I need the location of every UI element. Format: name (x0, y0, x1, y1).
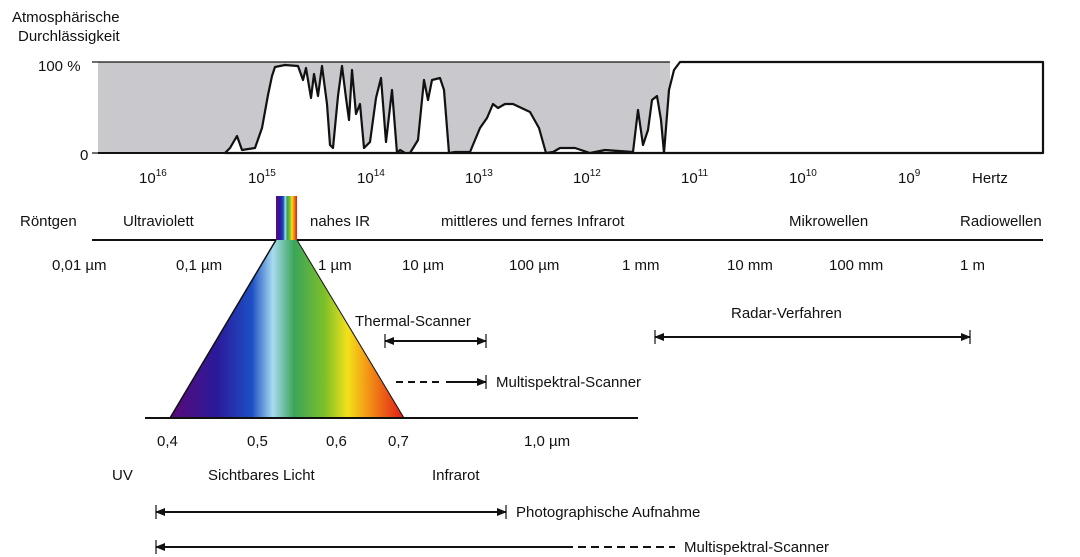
visible-band-strip (276, 196, 297, 240)
y-axis-0-label: 0 (80, 147, 88, 164)
thermal-scanner-label: Thermal-Scanner (355, 313, 471, 330)
multispectral-upper-label: Multispektral-Scanner (496, 374, 641, 391)
region-mikrowellen: Mikrowellen (789, 213, 868, 230)
multispectral-scanner-upper-range: Multispektral-Scanner (396, 374, 641, 391)
thermal-scanner-range: Thermal-Scanner (355, 313, 487, 348)
region-mittleres-ir: mittleres und fernes Infrarot (441, 213, 625, 230)
freq-tick-1e10: 1010 (789, 168, 817, 187)
radar-label: Radar-Verfahren (731, 305, 842, 322)
freq-tick-1e14: 1014 (357, 168, 385, 187)
multispectral-lower-label: Multispektral-Scanner (684, 539, 829, 556)
freq-tick-1e12: 1012 (573, 168, 601, 187)
transmission-chart (92, 60, 1045, 155)
wl-tick-6: 10 mm (727, 257, 773, 274)
photographic-range: Photographische Aufnahme (155, 504, 700, 521)
frequency-unit-label: Hertz (972, 170, 1008, 187)
region-ultraviolett: Ultraviolett (123, 213, 195, 230)
region-nahes-ir: nahes IR (310, 213, 370, 230)
label-uv: UV (112, 467, 133, 484)
freq-tick-1e16: 1016 (139, 168, 167, 187)
region-roentgen: Röntgen (20, 213, 77, 230)
wl-tick-5: 1 mm (622, 257, 660, 274)
freq-tick-1e9: 109 (898, 168, 921, 187)
vis-tick-4: 1,0 µm (524, 433, 570, 450)
vis-tick-1: 0,5 (247, 433, 268, 450)
transmission-curve (223, 60, 1045, 155)
multispectral-scanner-lower-range: Multispektral-Scanner (155, 539, 829, 556)
wl-tick-8: 1 m (960, 257, 985, 274)
label-sichtbares-licht: Sichtbares Licht (208, 467, 316, 484)
vis-tick-2: 0,6 (326, 433, 347, 450)
wl-tick-0: 0,01 µm (52, 257, 107, 274)
freq-tick-1e13: 1013 (465, 168, 493, 187)
vis-tick-0: 0,4 (157, 433, 178, 450)
freq-tick-1e15: 1015 (248, 168, 276, 187)
visible-spectrum-wedge (169, 196, 405, 419)
region-radiowellen: Radiowellen (960, 213, 1042, 230)
freq-tick-1e11: 1011 (681, 168, 709, 187)
wavelength-tick-labels: 0,01 µm 0,1 µm 1 µm 10 µm 100 µm 1 mm 10… (52, 257, 985, 274)
wl-tick-2: 1 µm (318, 257, 352, 274)
y-axis-100-label: 100 % (38, 58, 81, 75)
photographic-label: Photographische Aufnahme (516, 504, 700, 521)
wl-tick-3: 10 µm (402, 257, 444, 274)
transmission-title-line2: Durchlässigkeit (18, 28, 121, 45)
vis-tick-3: 0,7 (388, 433, 409, 450)
label-infrarot: Infrarot (432, 467, 480, 484)
visible-spectrum-fan (170, 240, 404, 418)
wl-tick-1: 0,1 µm (176, 257, 222, 274)
wl-tick-4: 100 µm (509, 257, 559, 274)
frequency-tick-labels: 1016 1015 1014 1013 1012 1011 1010 109 H… (139, 168, 1008, 187)
visible-axis-labels: 0,4 0,5 0,6 0,7 1,0 µm UV Sichtbares Lic… (112, 433, 570, 484)
radar-range: Radar-Verfahren (654, 305, 971, 344)
spectrum-region-labels: Röntgen Ultraviolett nahes IR mittleres … (20, 213, 1042, 230)
transmission-title-line1: Atmosphärische (12, 9, 120, 26)
wl-tick-7: 100 mm (829, 257, 883, 274)
